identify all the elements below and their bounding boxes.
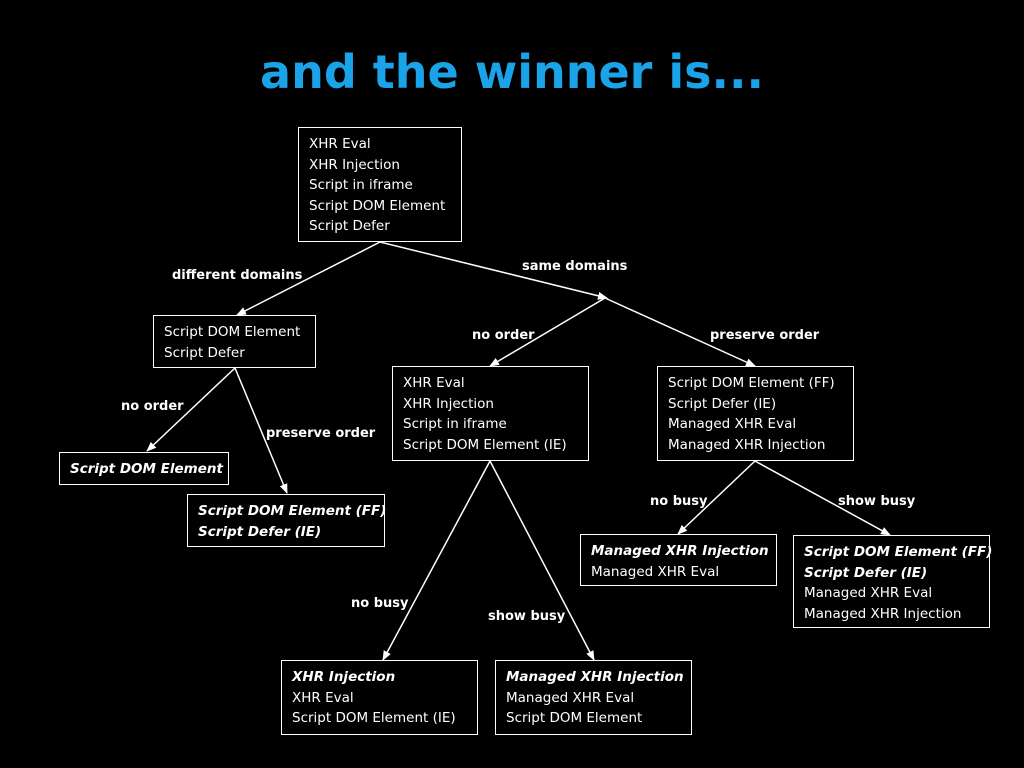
node-line: XHR Injection	[309, 156, 400, 173]
node-line: XHR Injection	[292, 669, 396, 685]
node-diff-no-order-result: Script DOM Element	[59, 452, 229, 485]
edge-same-domains	[379, 241, 608, 300]
node-line: Script DOM Element (FF)	[668, 375, 835, 391]
slide-title: and the winner is...	[260, 45, 764, 99]
node-line: Managed XHR Injection	[804, 605, 962, 622]
node-line: Script Defer	[309, 218, 390, 234]
node-line: Script DOM Element (FF)	[198, 503, 387, 519]
node-line: Script DOM Element	[164, 324, 301, 340]
node-line: Script in iframe	[403, 416, 507, 432]
node-line: Managed XHR Eval	[506, 689, 635, 706]
edge-different-domains	[236, 241, 381, 316]
edge-label-preserve-no-busy: no busy	[650, 494, 708, 509]
edge-label-no-order-show-busy: show busy	[488, 609, 566, 624]
node-line: Script Defer (IE)	[804, 564, 928, 581]
edge-label-same-no-order: no order	[472, 328, 535, 343]
node-diff-preserve-order-result: Script DOM Element (FF) Script Defer (IE)	[187, 494, 387, 547]
node-line: Script DOM Element (IE)	[403, 436, 567, 453]
node-line: Managed XHR Injection	[506, 669, 684, 685]
node-same-preserve-order: Script DOM Element (FF) Script Defer (IE)…	[657, 366, 854, 461]
edge-preserve-no-busy	[677, 460, 756, 535]
edge-label-same-domains: same domains	[522, 259, 628, 274]
edge-label-different-domains: different domains	[172, 268, 303, 283]
edge-label-diff-no-order: no order	[121, 399, 184, 414]
node-line: Managed XHR Injection	[668, 436, 826, 453]
edge-same-preserve-order	[604, 297, 756, 367]
edge-label-preserve-show-busy: show busy	[838, 494, 916, 509]
edge-preserve-show-busy	[754, 460, 891, 536]
node-line: Script Defer (IE)	[198, 523, 322, 540]
node-line: XHR Eval	[403, 375, 465, 391]
node-line: XHR Injection	[403, 395, 494, 412]
edge-diff-no-order	[146, 367, 236, 452]
edge-diff-preserve-order	[234, 367, 288, 494]
node-line: Script DOM Element	[70, 461, 223, 477]
edge-same-no-order	[489, 297, 606, 367]
node-line: Script Defer	[164, 344, 245, 361]
node-line: XHR Eval	[309, 136, 371, 152]
node-line: Script Defer (IE)	[668, 395, 777, 412]
edge-label-same-preserve-order: preserve order	[710, 328, 820, 343]
edge-label-no-order-no-busy: no busy	[351, 596, 409, 611]
edge-no-order-show-busy	[489, 460, 595, 661]
node-line: Script DOM Element (IE)	[292, 710, 456, 726]
edge-no-order-no-busy	[382, 460, 491, 661]
node-preserve-show-busy-result: Script DOM Element (FF) Script Defer (IE)…	[793, 535, 993, 628]
node-line: Script DOM Element	[506, 710, 643, 726]
node-line: Managed XHR Eval	[668, 416, 797, 432]
node-line: Script in iframe	[309, 177, 413, 193]
node-line: XHR Eval	[292, 689, 354, 706]
node-line: Script DOM Element	[309, 197, 446, 214]
edge-label-diff-preserve-order: preserve order	[266, 426, 376, 441]
node-line: Managed XHR Injection	[591, 543, 769, 559]
node-line: Managed XHR Eval	[591, 563, 720, 580]
node-line: Managed XHR Eval	[804, 585, 933, 601]
node-line: Script DOM Element (FF)	[804, 544, 993, 560]
